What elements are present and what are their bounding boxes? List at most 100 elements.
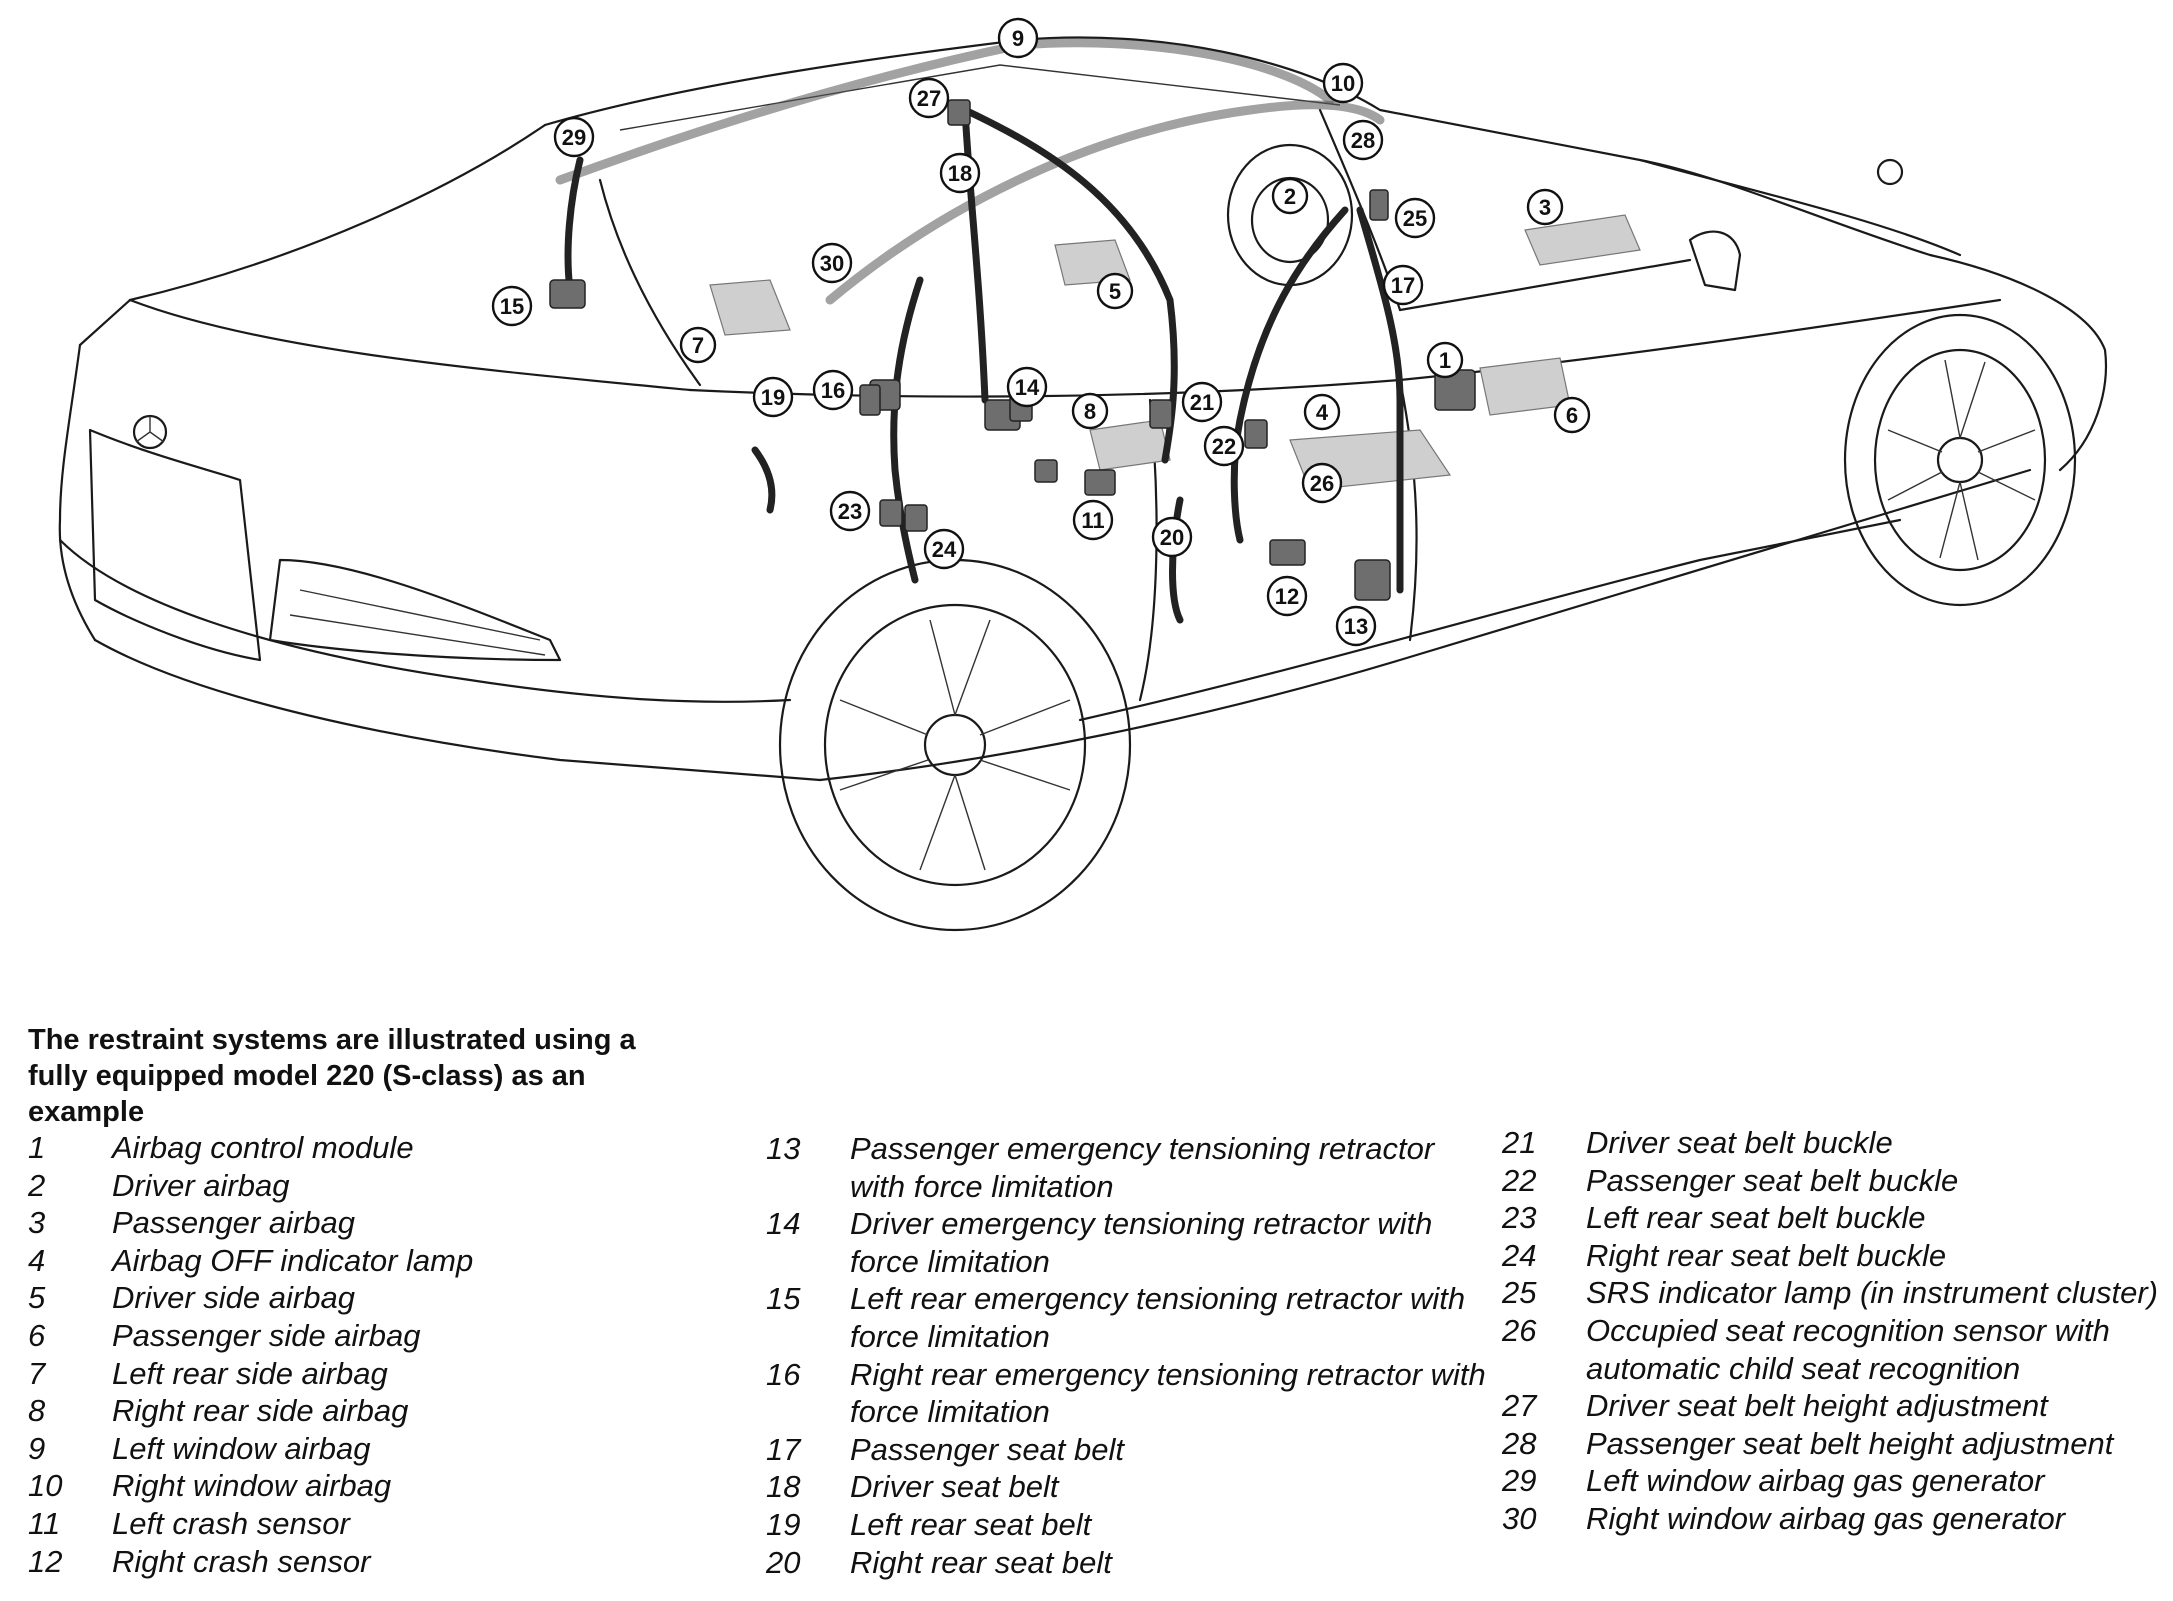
legend-text: Right rear seat belt bbox=[850, 1544, 1112, 1580]
callout-4: 4 bbox=[1303, 393, 1341, 431]
callout-label: 4 bbox=[1316, 400, 1329, 425]
legend-text: Left rear seat belt buckle bbox=[1586, 1200, 1926, 1236]
legend-item: 23 Left rear seat belt buckle bbox=[1502, 1199, 2173, 1237]
legend-number: 22 bbox=[1502, 1162, 1537, 1198]
legend-text: Left window airbag gas generator bbox=[1586, 1463, 2045, 1499]
callout-7: 7 bbox=[679, 326, 717, 364]
callout-13: 13 bbox=[1335, 605, 1377, 647]
legend-text: Airbag control module bbox=[112, 1130, 414, 1165]
legend-text: Occupied seat recognition sensor with au… bbox=[1586, 1312, 2110, 1386]
callout-label: 14 bbox=[1015, 375, 1040, 400]
legend-text: Right rear side airbag bbox=[112, 1393, 409, 1429]
legend-item: 11 Left crash sensor bbox=[28, 1505, 748, 1543]
callout-label: 22 bbox=[1212, 434, 1236, 459]
legend-text: Passenger emergency tensioning retractor… bbox=[850, 1131, 1435, 1204]
callout-label: 28 bbox=[1351, 128, 1375, 153]
callout-label: 18 bbox=[948, 161, 972, 186]
callout-label: 25 bbox=[1403, 206, 1427, 231]
legend-text: Driver airbag bbox=[112, 1167, 290, 1203]
callout-8: 8 bbox=[1071, 392, 1109, 430]
legend-item: 8 Right rear side airbag bbox=[28, 1392, 748, 1430]
legend-text: Right rear emergency tensioning retracto… bbox=[850, 1356, 1486, 1430]
legend-text: Driver seat belt buckle bbox=[1586, 1125, 1893, 1160]
legend-number: 16 bbox=[766, 1356, 801, 1392]
callout-6: 6 bbox=[1553, 396, 1591, 434]
callout-label: 21 bbox=[1190, 390, 1214, 415]
legend-number: 27 bbox=[1502, 1388, 1537, 1424]
legend-text: Airbag OFF indicator lamp bbox=[112, 1242, 474, 1278]
callout-label: 19 bbox=[761, 385, 785, 410]
legend-item: 27 Driver seat belt height adjustment bbox=[1502, 1387, 2173, 1425]
legend-number: 11 bbox=[28, 1505, 61, 1541]
callout-5: 5 bbox=[1096, 272, 1134, 310]
legend-text: Left crash sensor bbox=[112, 1505, 350, 1541]
callout-11: 11 bbox=[1072, 499, 1114, 541]
legend-number: 28 bbox=[1502, 1425, 1537, 1461]
callout-3: 3 bbox=[1526, 188, 1564, 226]
car-illustration: 1 2 3 4 5 6 7 8 9 10 11 12 13 14 15 16 1… bbox=[58, 17, 2107, 932]
callout-label: 8 bbox=[1084, 399, 1096, 424]
callout-30: 30 bbox=[811, 242, 853, 284]
callout-label: 9 bbox=[1012, 26, 1024, 51]
legend-number: 29 bbox=[1502, 1463, 1537, 1499]
callout-10: 10 bbox=[1322, 62, 1364, 104]
callout-label: 27 bbox=[917, 86, 941, 111]
callout-label: 24 bbox=[932, 537, 957, 562]
callout-27: 27 bbox=[908, 77, 950, 119]
callout-14: 14 bbox=[1006, 366, 1048, 408]
components bbox=[549, 99, 1476, 601]
callout-16: 16 bbox=[812, 369, 854, 411]
callout-25: 25 bbox=[1394, 197, 1436, 239]
legend-text: Passenger airbag bbox=[112, 1205, 355, 1241]
callout-label: 23 bbox=[838, 499, 862, 524]
callout-label: 16 bbox=[821, 378, 845, 403]
car-body bbox=[58, 36, 2107, 782]
legend-number: 23 bbox=[1502, 1200, 1537, 1236]
callout-29: 29 bbox=[553, 116, 595, 158]
callout-label: 2 bbox=[1284, 184, 1296, 209]
callout-label: 17 bbox=[1391, 273, 1415, 298]
legend-text: Left rear emergency tensioning retractor… bbox=[850, 1281, 1466, 1354]
callout-20: 20 bbox=[1151, 516, 1193, 558]
legend-text: Driver seat belt bbox=[850, 1469, 1059, 1505]
legend-text: Left rear side airbag bbox=[112, 1355, 388, 1391]
legend-item: 16 Right rear emergency tensioning retrac… bbox=[766, 1356, 1486, 1431]
callout-label: 7 bbox=[692, 333, 704, 358]
legend-number: 8 bbox=[28, 1393, 46, 1429]
steering-wheel bbox=[1226, 143, 1354, 287]
legend-text: Passenger seat belt height adjustment bbox=[1586, 1425, 2114, 1461]
callouts: 1 2 3 4 5 6 7 8 9 10 11 12 13 14 15 16 1… bbox=[491, 17, 1591, 647]
diagram-caption: The restraint systems are illustrated us… bbox=[28, 1024, 636, 1128]
legend-text: Passenger seat belt buckle bbox=[1586, 1162, 1959, 1198]
callout-23: 23 bbox=[829, 490, 871, 532]
legend-number: 30 bbox=[1502, 1500, 1537, 1536]
legend-number: 15 bbox=[766, 1281, 801, 1317]
legend-number: 12 bbox=[28, 1543, 63, 1579]
legend-number: 5 bbox=[28, 1280, 46, 1316]
callout-15: 15 bbox=[491, 285, 533, 327]
callout-label: 29 bbox=[562, 125, 586, 150]
callout-label: 12 bbox=[1275, 584, 1299, 609]
legend-text: Driver seat belt height adjustment bbox=[1586, 1388, 2048, 1424]
legend-text: Passenger seat belt bbox=[850, 1431, 1125, 1467]
legend-number: 7 bbox=[28, 1355, 46, 1391]
legend-number: 26 bbox=[1502, 1312, 1537, 1348]
legend-text: SRS indicator lamp (in instrument cluste… bbox=[1586, 1275, 2158, 1311]
callout-18: 18 bbox=[939, 152, 981, 194]
callout-label: 5 bbox=[1109, 279, 1121, 304]
